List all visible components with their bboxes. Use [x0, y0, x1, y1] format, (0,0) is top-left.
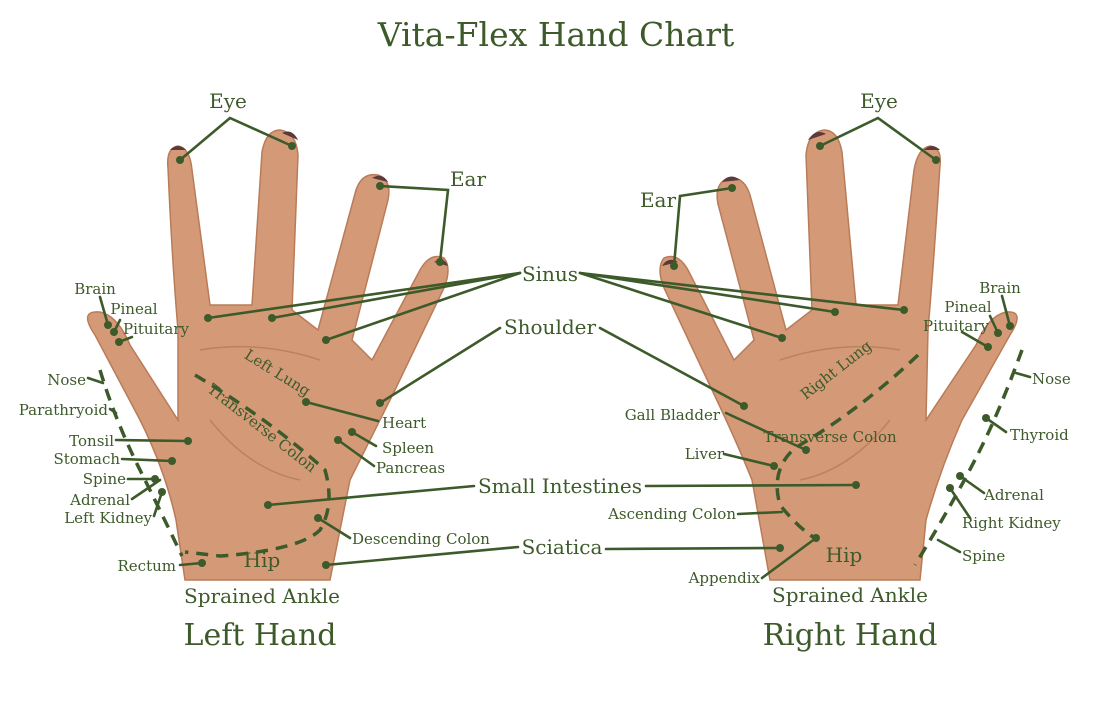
right-adrenal-label: Adrenal	[983, 486, 1044, 504]
right-pituitary-label: Pituitary	[923, 317, 990, 335]
right-hand-caption: Right Hand	[763, 618, 938, 653]
liver-label: Liver	[685, 445, 725, 463]
left-hand-image	[86, 129, 449, 581]
left-nose-label: Nose	[47, 371, 86, 389]
left-parathyroid-label: Parathryoid	[19, 401, 109, 419]
left-hip-label: Hip	[244, 548, 281, 572]
left-rectum-label: Rectum	[118, 557, 176, 575]
right-nose-label: Nose	[1032, 370, 1071, 388]
right-spine-line	[913, 349, 1024, 566]
sciatica-label: Sciatica	[522, 535, 603, 559]
right-brain-label: Brain	[979, 279, 1021, 297]
left-sprained-ankle-label: Sprained Ankle	[184, 584, 340, 608]
left-spine-label: Spine	[83, 470, 126, 488]
right-colon-outline	[775, 353, 920, 542]
left-stomach-label: Stomach	[53, 450, 120, 468]
reflex-points	[104, 142, 1014, 569]
left-ear-label: Ear	[450, 167, 487, 191]
right-sprained-ankle-label: Sprained Ankle	[772, 583, 928, 607]
left-brain-label: Brain	[74, 280, 116, 298]
left-hand-caption: Left Hand	[184, 618, 337, 653]
thyroid-label: Thyroid	[1010, 426, 1069, 444]
heart-label: Heart	[382, 414, 426, 432]
appendix-label: Appendix	[688, 569, 761, 587]
small-intestines-label: Small Intestines	[478, 474, 642, 498]
shoulder-label: Shoulder	[504, 315, 597, 339]
spleen-label: Spleen	[382, 439, 434, 457]
right-transverse-colon-label: Transverse Colon	[763, 428, 897, 446]
left-spine-line	[98, 369, 184, 557]
left-tonsil-label: Tonsil	[69, 432, 114, 450]
left-pituitary-label: Pituitary	[123, 320, 190, 338]
left-eye-label: Eye	[209, 89, 247, 113]
right-kidney-label: Right Kidney	[962, 514, 1061, 532]
right-spine-label: Spine	[962, 547, 1005, 565]
left-kidney-label: Left Kidney	[64, 509, 152, 527]
right-eye-label: Eye	[860, 89, 898, 113]
right-hip-label: Hip	[826, 543, 863, 567]
pancreas-label: Pancreas	[376, 459, 445, 477]
gall-bladder-label: Gall Bladder	[625, 406, 721, 424]
right-ear-label: Ear	[640, 188, 677, 212]
right-pineal-label: Pineal	[944, 298, 991, 316]
sinus-label: Sinus	[522, 262, 578, 286]
ascending-colon-label: Ascending Colon	[607, 505, 736, 523]
connector-lines	[86, 116, 1032, 580]
chart-title: Vita-Flex Hand Chart	[377, 15, 735, 54]
descending-colon-label: Descending Colon	[352, 530, 490, 548]
left-pineal-label: Pineal	[110, 300, 157, 318]
left-adrenal-label: Adrenal	[69, 491, 130, 509]
